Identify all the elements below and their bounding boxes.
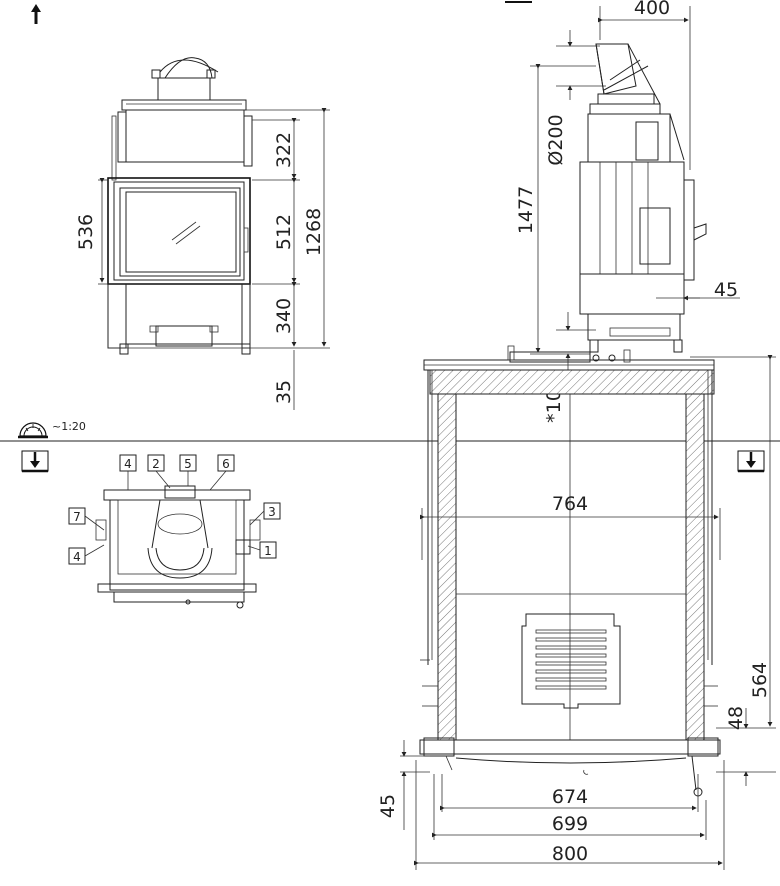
side-view [579,43,707,353]
dim-45-plan: 45 [377,794,399,818]
dim-400: 400 [634,0,670,19]
up-arrow-icon [31,4,41,24]
front-view-dimensions: 536 322 512 340 1268 35 [75,108,330,410]
dim-1477: 1477 [515,186,537,234]
plan-view [419,345,721,797]
dim-1268: 1268 [303,208,325,256]
callout-2: 2 [152,457,160,471]
callout-6: 6 [222,457,230,471]
callout-4a: 4 [124,457,132,471]
callout-4b: 4 [73,550,81,564]
top-view-callouts: 4 2 5 6 7 3 4 1 [68,454,281,565]
scale-label: ~1:20 [52,420,86,433]
plan-view-dimensions: 764 564 48 45 674 699 800 [377,355,776,870]
scale-ruler-icon [18,422,48,439]
dim-564: 564 [749,662,771,698]
dim-800: 800 [552,843,588,865]
dim-536: 536 [75,214,97,250]
dim-764: 764 [552,493,588,515]
dim-45-side: 45 [714,279,738,301]
dim-340: 340 [273,298,295,334]
callout-3: 3 [268,505,276,519]
dim-699: 699 [552,813,588,835]
top-view [95,485,261,609]
dim-35: 35 [273,380,295,404]
callout-5: 5 [184,457,192,471]
down-arrow-platform-icon-right [737,450,765,473]
dim-674: 674 [552,786,588,808]
side-view-dimensions: 400 Ø200 1477 45 *106 [515,0,740,423]
callout-7: 7 [73,510,81,524]
front-view [107,57,253,355]
callout-1: 1 [264,544,272,558]
grate-slots [535,629,607,690]
dim-322: 322 [273,132,295,168]
dim-48: 48 [725,706,747,730]
dim-diameter-200: Ø200 [545,114,567,165]
down-arrow-platform-icon [21,450,49,473]
dim-512: 512 [273,214,295,250]
